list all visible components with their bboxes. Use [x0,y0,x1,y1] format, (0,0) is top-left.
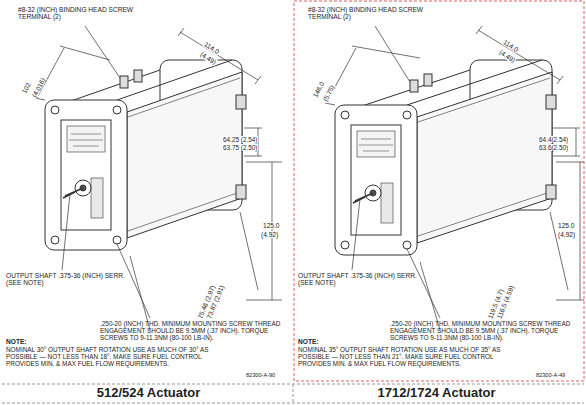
mounting-note: .250-20 (INCH) THD. MINIMUM MOUNTING SCR… [100,320,288,342]
terminal-callout: #8-32 (INCH) BINDING HEAD SCREW TERMINAL… [308,6,426,21]
drawing-number: 82300-A-49 [536,372,565,378]
caption: 512/524 Actuator [2,386,295,401]
note-heading: NOTE: [298,338,319,345]
dimension: 63.75 (2.50) [222,144,258,151]
caption: 1712/1724 Actuator [290,386,583,401]
note-text: NOMINAL 35° OUTPUT SHAFT ROTATION USE AS… [298,346,523,368]
dimension: (4.016) [30,76,47,100]
shaft-callout: OUTPUT SHAFT .375-36 (INCH) SERR. (SEE N… [298,272,418,287]
dimension: 63.6(2.50) [538,144,569,151]
dimension: 64.4(2.54) [538,136,569,143]
shaft-callout: OUTPUT SHAFT .375-36 (INCH) SERR. (SEE N… [6,272,126,287]
mounting-note: .250-20 (INCH) THD. MINIMUM MOUNTING SCR… [390,320,578,342]
note-heading: NOTE: [6,338,27,345]
dimension: 64.25 (2.54) [222,136,258,143]
dimension: 125.0 [557,222,576,229]
dimension: 125.0 [262,222,281,229]
note-text: NOMINAL 30° OUTPUT SHAFT ROTATION USE AS… [6,346,231,368]
dimension: (4.92) [557,231,576,238]
dimension: (4.92) [260,231,279,238]
drawing-number: 82300-A-90 [246,372,275,378]
terminal-callout: #8-32 (INCH) BINDING HEAD SCREW TERMINAL… [18,6,136,21]
